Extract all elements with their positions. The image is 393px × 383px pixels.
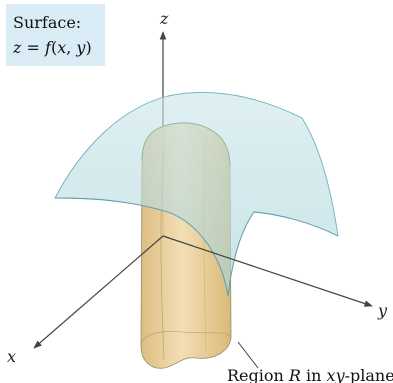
- region-base-outline: [140, 331, 232, 347]
- surface-label-line2: z = f(x, y): [12, 38, 92, 57]
- y-axis: [162, 235, 373, 307]
- surface-label-box: [6, 4, 105, 66]
- z-axis-label: z: [159, 9, 169, 28]
- surface: [54, 91, 339, 297]
- region-leader-line: [237, 341, 259, 369]
- y-axis-label: y: [377, 301, 388, 320]
- solid-top-through-surface: [141, 122, 231, 167]
- x-axis: [33, 235, 164, 349]
- surface-label: Surface: z = f(x, y): [6, 4, 105, 66]
- surface-right-edge: [227, 211, 339, 297]
- surface-front-edge: [54, 197, 229, 297]
- surface-label-line1: Surface:: [13, 13, 81, 32]
- surface-func-name: f: [44, 38, 54, 57]
- x-axis-label: x: [7, 347, 16, 366]
- region-label: Region R in xy-plane: [227, 366, 393, 383]
